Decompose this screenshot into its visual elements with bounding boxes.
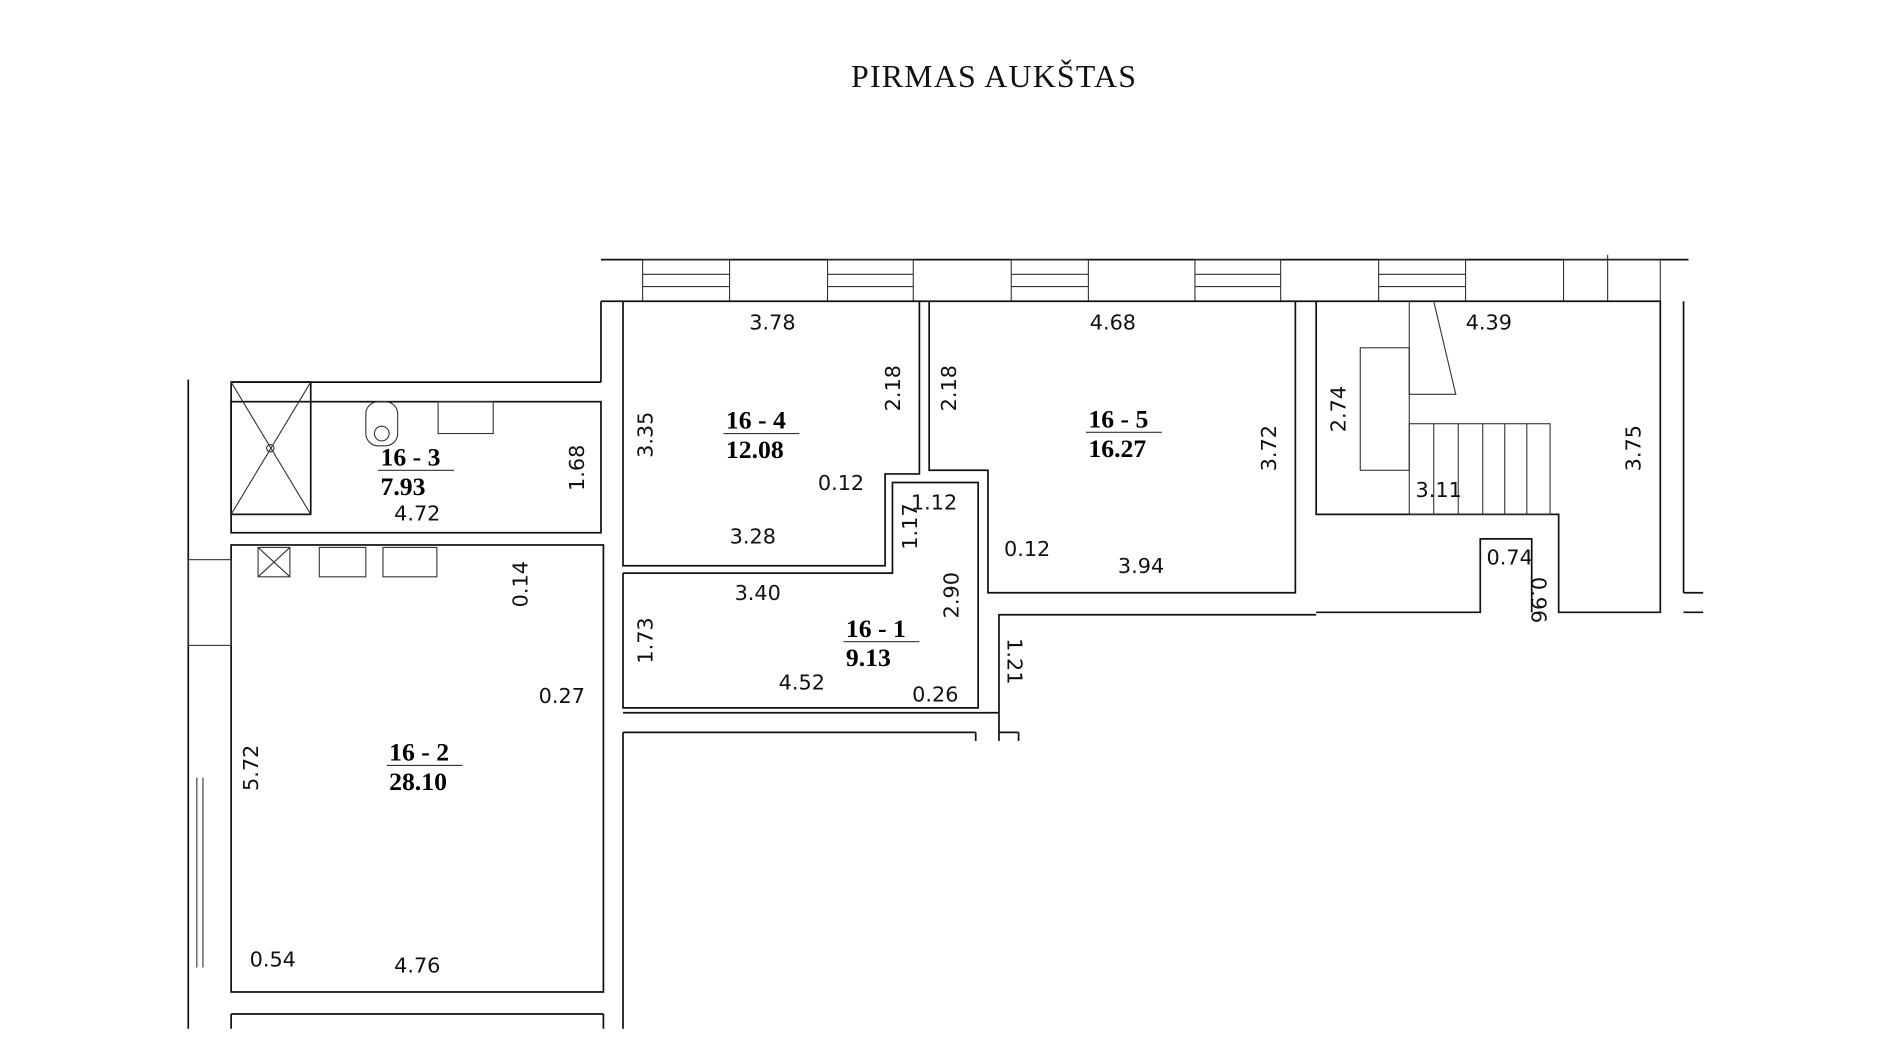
svg-text:3.94: 3.94 bbox=[1118, 554, 1164, 578]
svg-text:5.72: 5.72 bbox=[239, 745, 263, 791]
plan-title: PIRMAS AUKŠTAS bbox=[851, 59, 1137, 94]
room-area: 9.13 bbox=[846, 643, 891, 672]
svg-text:4.72: 4.72 bbox=[394, 501, 440, 525]
room-labels: 16 - 4 12.08 16 - 5 16.27 16 - 1 9.13 16… bbox=[378, 404, 1162, 796]
svg-text:1.73: 1.73 bbox=[633, 617, 657, 663]
svg-text:3.11: 3.11 bbox=[1415, 478, 1461, 502]
svg-text:2.90: 2.90 bbox=[940, 572, 964, 618]
windows bbox=[642, 254, 1661, 302]
room-area: 7.93 bbox=[381, 472, 426, 501]
svg-text:4.39: 4.39 bbox=[1466, 310, 1512, 334]
svg-text:3.28: 3.28 bbox=[730, 525, 776, 549]
dimensions: 3.78 3.35 2.18 3.28 0.12 4.68 2.18 3.72 … bbox=[239, 310, 1646, 977]
svg-text:4.68: 4.68 bbox=[1090, 310, 1136, 334]
svg-text:2.18: 2.18 bbox=[937, 365, 961, 411]
svg-text:3.40: 3.40 bbox=[735, 581, 781, 605]
room-id: 16 - 2 bbox=[389, 738, 449, 767]
svg-text:0.96: 0.96 bbox=[1527, 577, 1551, 623]
room-id: 16 - 4 bbox=[726, 406, 786, 435]
svg-text:0.74: 0.74 bbox=[1487, 546, 1533, 570]
svg-text:3.35: 3.35 bbox=[633, 412, 657, 458]
svg-text:0.54: 0.54 bbox=[250, 947, 296, 971]
svg-text:0.26: 0.26 bbox=[912, 683, 958, 707]
svg-text:3.72: 3.72 bbox=[1257, 425, 1281, 471]
room-id: 16 - 1 bbox=[846, 614, 906, 643]
svg-text:3.78: 3.78 bbox=[749, 310, 795, 334]
svg-text:4.76: 4.76 bbox=[394, 953, 440, 977]
svg-text:1.21: 1.21 bbox=[1003, 638, 1027, 684]
room-id: 16 - 5 bbox=[1088, 404, 1148, 433]
svg-text:0.12: 0.12 bbox=[818, 471, 864, 495]
walls bbox=[187, 254, 1704, 1029]
svg-text:0.27: 0.27 bbox=[539, 684, 585, 708]
room-area: 12.08 bbox=[726, 435, 784, 464]
svg-text:1.68: 1.68 bbox=[565, 445, 589, 491]
room-area: 16.27 bbox=[1088, 434, 1146, 463]
svg-text:0.14: 0.14 bbox=[508, 561, 532, 607]
svg-text:2.18: 2.18 bbox=[881, 365, 905, 411]
svg-text:1.12: 1.12 bbox=[911, 490, 957, 514]
svg-text:1.17: 1.17 bbox=[898, 503, 922, 549]
svg-text:4.52: 4.52 bbox=[779, 670, 825, 694]
room-id: 16 - 3 bbox=[381, 442, 441, 471]
svg-text:2.74: 2.74 bbox=[1327, 386, 1351, 432]
svg-text:0.12: 0.12 bbox=[1004, 537, 1050, 561]
svg-text:3.75: 3.75 bbox=[1622, 425, 1646, 471]
room-area: 28.10 bbox=[389, 767, 447, 796]
